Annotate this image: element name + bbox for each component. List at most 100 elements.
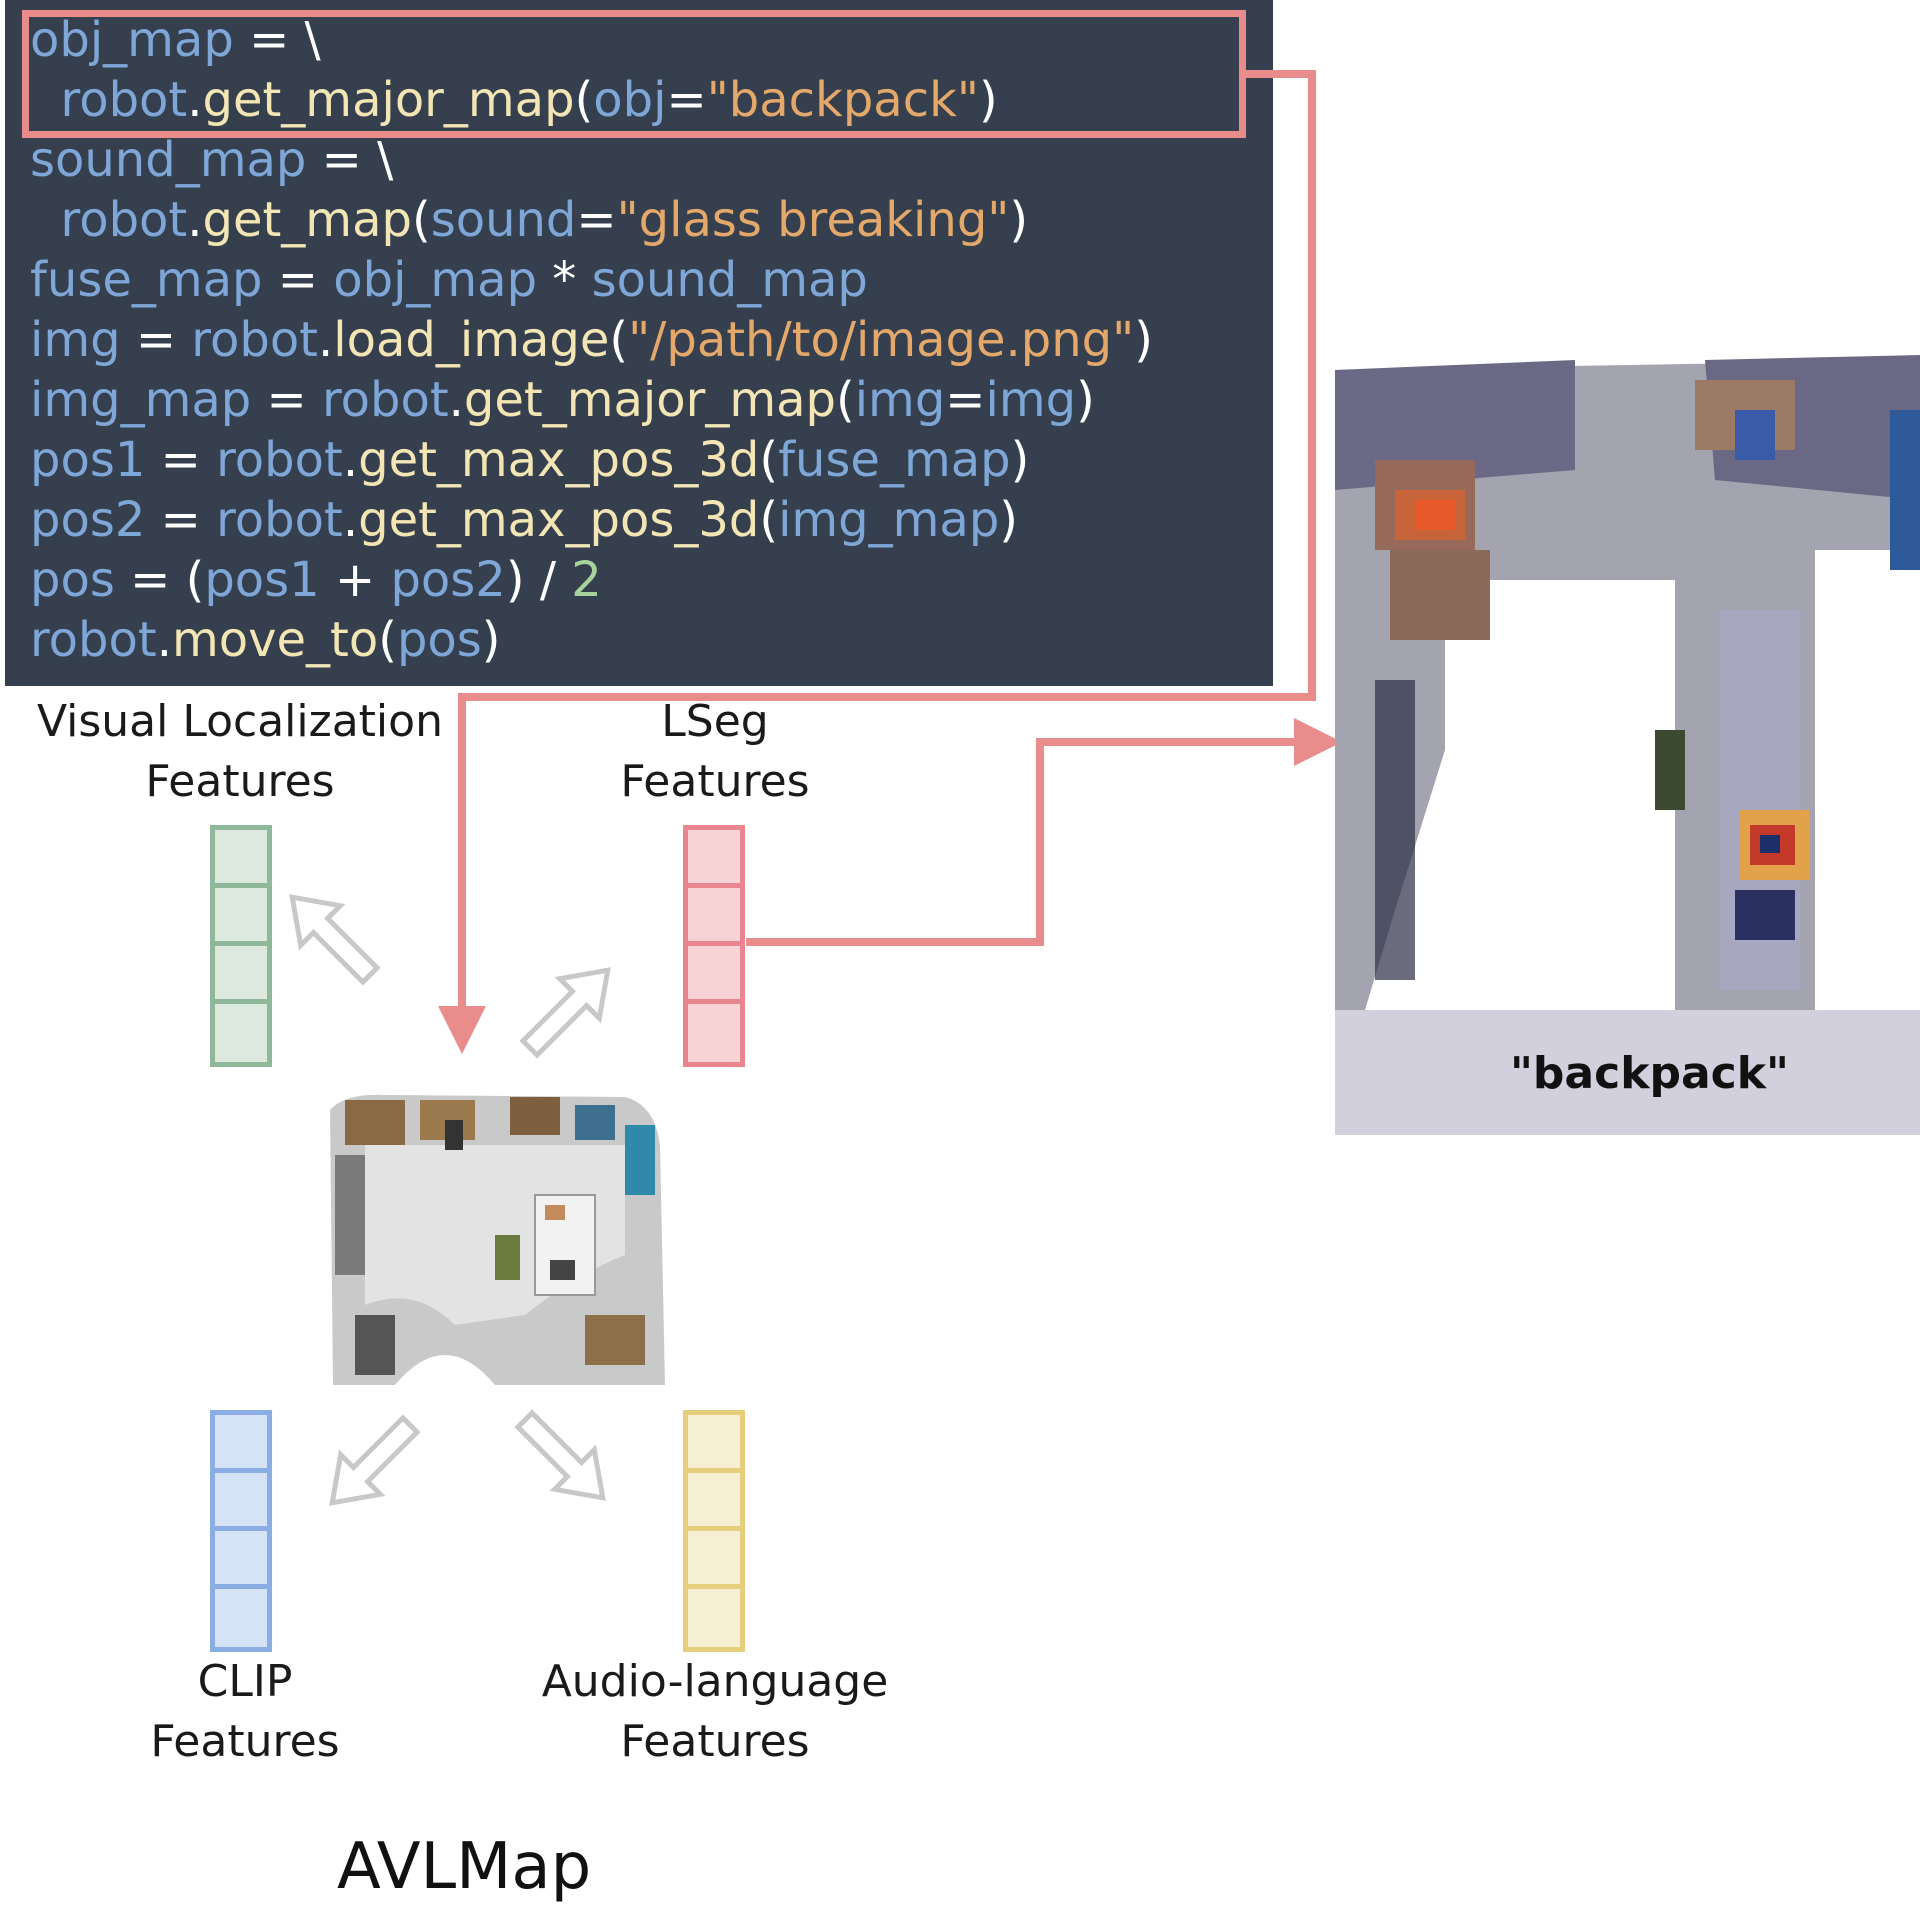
code-line: robot.get_major_map(obj="backpack")	[30, 70, 998, 130]
feature-cell	[688, 830, 740, 888]
code-token: .	[342, 492, 359, 548]
feature-cell	[215, 1004, 267, 1062]
code-token: )	[505, 552, 525, 608]
feature-cell	[215, 946, 267, 1004]
audio-features-line1: Audio-language	[541, 1656, 889, 1707]
code-token: =	[262, 252, 334, 308]
code-token: pos2	[390, 552, 506, 608]
code-token: sound	[430, 192, 577, 248]
diagram-title: AVLMap	[337, 1830, 592, 1904]
clip-feature-vector	[210, 1410, 272, 1652]
feature-cell	[688, 1531, 740, 1589]
audio-features-line2: Features	[620, 1716, 810, 1767]
clip-features-line1: CLIP	[197, 1656, 293, 1707]
visual-features-label: Visual Localization Features	[20, 692, 460, 812]
code-token: .	[448, 372, 464, 428]
code-line: obj_map = \	[30, 10, 321, 70]
code-line: sound_map = \	[30, 130, 393, 190]
visual-features-line2: Features	[145, 756, 335, 807]
code-token: .	[318, 312, 334, 368]
lseg-features-label: LSeg Features	[560, 692, 870, 812]
audio-features-label: Audio-language Features	[520, 1652, 910, 1772]
code-token: fuse_map	[30, 252, 263, 308]
code-token: =	[251, 372, 322, 428]
feature-cell	[215, 1473, 267, 1531]
code-token: (	[835, 372, 855, 428]
feature-cell	[688, 946, 740, 1004]
code-line: img_map = robot.get_major_map(img=img)	[30, 370, 1095, 430]
code-token: robot	[191, 312, 318, 368]
code-token: 2	[571, 552, 602, 608]
code-token: robot	[321, 372, 449, 428]
feature-cell	[215, 1589, 267, 1647]
feature-cell	[215, 888, 267, 946]
code-token: get_map	[202, 192, 412, 248]
code-token: pos	[30, 552, 115, 608]
code-token: pos2	[30, 492, 146, 548]
clip-features-line2: Features	[150, 1716, 340, 1767]
code-token: fuse_map	[778, 432, 1011, 488]
code-token: img_map	[30, 372, 252, 428]
scene-pointcloud-image	[330, 1094, 665, 1385]
heatmap-pointcloud-image	[1335, 350, 1920, 1135]
code-token: = \	[233, 12, 321, 68]
code-token: img	[985, 372, 1077, 428]
feature-cell	[688, 1473, 740, 1531]
code-token: load_image	[333, 312, 610, 368]
code-token: get_max_pos_3d	[358, 432, 760, 488]
arrow-lseg-to-map	[746, 718, 1342, 946]
code-token: (	[378, 612, 397, 668]
code-token: +	[319, 552, 391, 608]
code-token: =	[145, 432, 217, 488]
code-token: )	[1009, 192, 1029, 248]
feature-cell	[688, 1415, 740, 1473]
code-token: obj	[593, 72, 667, 128]
code-token: get_major_map	[202, 72, 575, 128]
feature-cell	[688, 1004, 740, 1062]
feature-cell	[688, 1589, 740, 1647]
clip-features-label: CLIP Features	[90, 1652, 400, 1772]
code-token: img	[854, 372, 946, 428]
code-line: pos1 = robot.get_max_pos_3d(fuse_map)	[30, 430, 1029, 490]
code-line: pos2 = robot.get_max_pos_3d(img_map)	[30, 490, 1018, 550]
map-caption: "backpack"	[1510, 1048, 1789, 1099]
feature-cell	[215, 830, 267, 888]
lseg-features-line1: LSeg	[661, 696, 769, 747]
feature-cell	[215, 1415, 267, 1473]
visual-feature-vector	[210, 825, 272, 1067]
code-token: )	[481, 612, 501, 668]
code-token: robot	[216, 492, 343, 548]
code-token: =	[120, 312, 192, 368]
code-token: .	[187, 192, 203, 248]
code-token: (	[759, 492, 779, 548]
visual-features-line1: Visual Localization	[37, 696, 443, 747]
arrow-to-audio-icon	[514, 1409, 606, 1501]
code-token: pos1	[204, 552, 320, 608]
code-token: img_map	[778, 492, 1000, 548]
code-token: )	[1076, 372, 1095, 428]
code-token: robot	[30, 192, 188, 248]
code-token: =	[114, 552, 186, 608]
code-token: "backpack"	[706, 72, 979, 128]
code-token: =	[666, 72, 707, 128]
code-token: sound_map	[30, 132, 307, 188]
code-token: (	[759, 432, 779, 488]
code-token: robot	[30, 72, 188, 128]
code-token: obj_map	[30, 12, 234, 68]
code-token: img	[30, 312, 121, 368]
lseg-feature-vector	[683, 825, 745, 1067]
code-line: img = robot.load_image("/path/to/image.p…	[30, 310, 1153, 370]
feature-cell	[688, 888, 740, 946]
code-line: robot.move_to(pos)	[30, 610, 501, 670]
code-token: /	[524, 552, 572, 608]
code-token: pos	[396, 612, 482, 668]
code-token: =	[576, 192, 617, 248]
code-token: (	[411, 192, 431, 248]
code-line: pos = (pos1 + pos2) / 2	[30, 550, 602, 610]
code-token: (	[574, 72, 594, 128]
code-token: .	[156, 612, 172, 668]
feature-cell	[215, 1531, 267, 1589]
code-token: )	[978, 72, 998, 128]
code-token: )	[999, 492, 1019, 548]
